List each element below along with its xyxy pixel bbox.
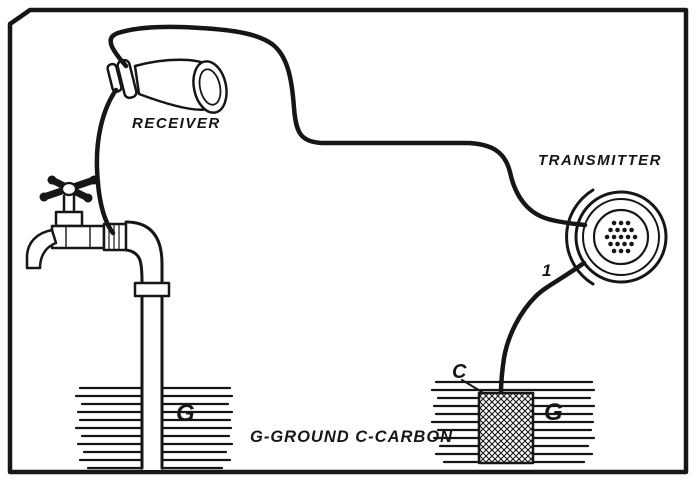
elbow-outer	[124, 220, 164, 266]
transmitter-face	[592, 208, 650, 266]
valve-stem	[62, 194, 76, 215]
circuit-wires: 1	[94, 24, 588, 395]
carbon-block-hatch	[479, 393, 533, 463]
faucet-body	[50, 224, 106, 250]
pipe-body-mask	[143, 280, 161, 470]
water-pipe	[133, 262, 171, 470]
pipe-collar	[133, 281, 171, 298]
pipe-sides	[140, 262, 164, 470]
faucet-body-ridges	[65, 226, 91, 248]
ground-left-label: G	[176, 400, 195, 427]
carbon-label: C	[452, 361, 467, 383]
receiver: RECEIVER	[106, 58, 228, 132]
perforation-dots	[604, 220, 638, 254]
receiver-label: RECEIVER	[132, 115, 221, 132]
ground-water-right: C G	[430, 361, 596, 465]
wire-mark: 1	[542, 261, 551, 280]
faucet	[25, 175, 164, 284]
receiver-cap-knob	[106, 62, 123, 93]
wire-receiver-to-transmitter	[108, 24, 588, 228]
handle-knob	[39, 192, 49, 202]
handle-hub	[60, 181, 78, 197]
transmitter-rim-arc	[565, 188, 595, 286]
handle-knob	[47, 175, 57, 185]
transmitter-label: TRANSMITTER	[538, 152, 662, 169]
transmitter: TRANSMITTER	[538, 152, 668, 286]
wire-transmitter-to-carbon	[498, 260, 587, 395]
faucet-spout	[25, 228, 58, 270]
bonnet-nut	[54, 210, 84, 228]
transmitter-mid-ring	[582, 198, 660, 276]
frame-border	[7, 7, 689, 475]
handle-knob	[83, 193, 93, 203]
carbon-pointer-line	[461, 379, 483, 393]
elbow-inner	[124, 248, 144, 284]
ground-right-label: G	[544, 399, 563, 426]
receiver-bell-rim	[198, 68, 222, 106]
carbon-block	[477, 391, 535, 465]
legend-text: G-GROUND C-CARBON	[250, 428, 453, 446]
wire-receiver-to-ground	[94, 87, 119, 236]
